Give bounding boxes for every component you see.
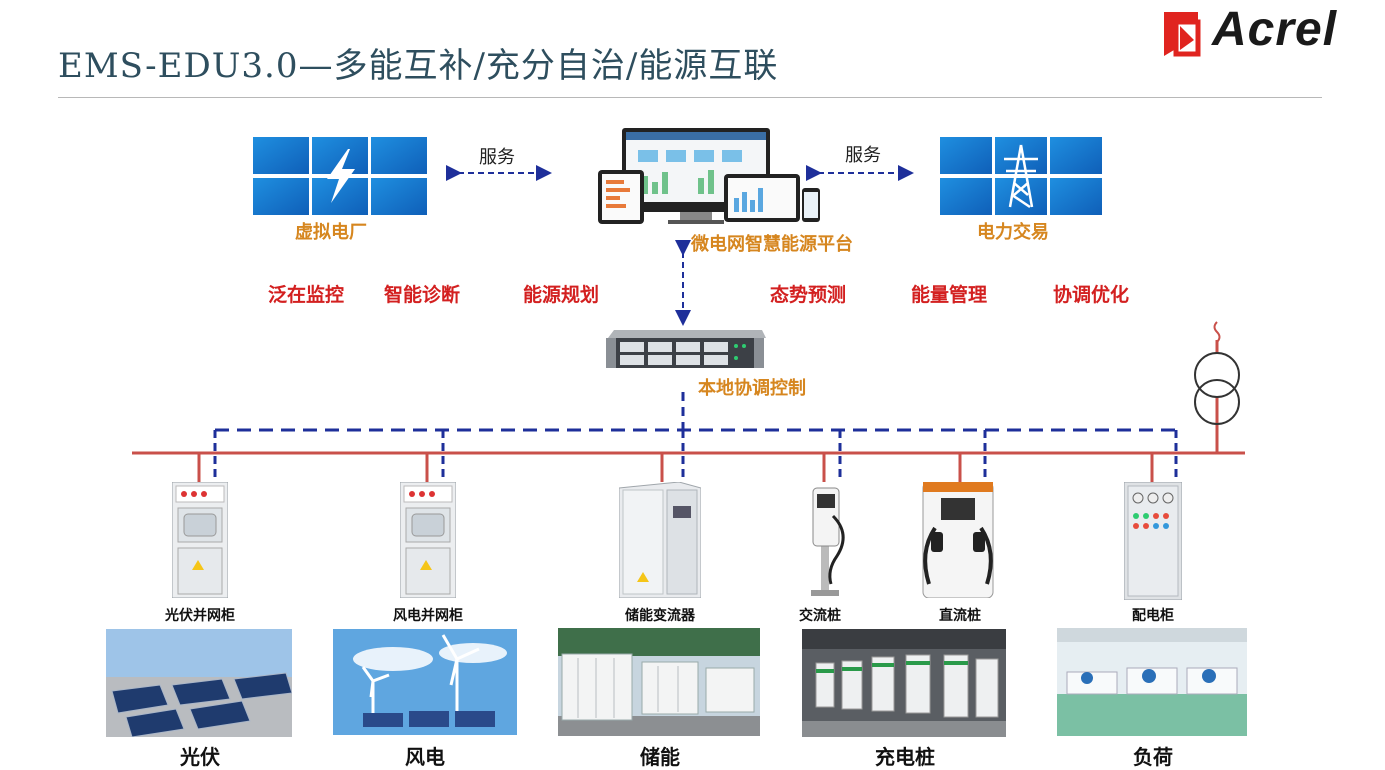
function-coordinated-optimization: 协调优化 bbox=[1053, 284, 1130, 306]
device-label-storage-converter: 储能变流器 bbox=[625, 608, 695, 624]
distribution-cabinet-icon bbox=[1124, 482, 1182, 600]
category-label-charging: 充电桩 bbox=[875, 745, 935, 769]
wind-photo bbox=[333, 629, 517, 735]
device-label-ac-charger: 交流桩 bbox=[799, 608, 841, 624]
controller-label: 本地协调控制 bbox=[698, 378, 806, 399]
dc-charger-icon bbox=[922, 482, 994, 598]
wind-grid-cabinet-icon bbox=[400, 482, 456, 598]
device-drops bbox=[197, 430, 1178, 482]
transformer-icon bbox=[1194, 352, 1240, 425]
logo-text: Acrel bbox=[1212, 3, 1338, 56]
category-label-load: 负荷 bbox=[1133, 745, 1173, 769]
storage-converter-icon bbox=[619, 482, 701, 598]
page-title: EMS-EDU3.0—多能互补/充分自治/能源互联 bbox=[58, 46, 779, 86]
pv-grid-cabinet-icon bbox=[172, 482, 228, 598]
service-label-right: 服务 bbox=[845, 145, 881, 166]
storage-photo bbox=[558, 628, 760, 736]
title-divider bbox=[58, 97, 1322, 98]
controller-rack-icon bbox=[606, 330, 766, 368]
category-label-pv: 光伏 bbox=[180, 745, 220, 769]
vpp-label: 虚拟电厂 bbox=[295, 222, 367, 243]
charging-station-photo bbox=[802, 629, 1006, 737]
platform-label: 微电网智慧能源平台 bbox=[691, 234, 853, 255]
power-trade-label: 电力交易 bbox=[977, 222, 1049, 243]
device-label-pv-cabinet: 光伏并网柜 bbox=[165, 608, 235, 624]
virtual-power-plant-icon bbox=[253, 137, 427, 215]
function-situation-forecast: 态势预测 bbox=[770, 284, 847, 306]
category-label-storage: 储能 bbox=[640, 745, 680, 769]
category-label-wind: 风电 bbox=[405, 745, 445, 769]
ac-charger-icon bbox=[811, 487, 845, 596]
device-label-wind-cabinet: 风电并网柜 bbox=[393, 608, 463, 624]
device-label-dc-charger: 直流桩 bbox=[939, 608, 981, 624]
load-photo bbox=[1057, 628, 1247, 736]
function-smart-diagnosis: 智能诊断 bbox=[384, 284, 461, 306]
platform-devices-icon bbox=[598, 128, 820, 224]
acrel-logo bbox=[1164, 12, 1201, 57]
service-label-left: 服务 bbox=[479, 147, 515, 168]
pv-photo bbox=[106, 629, 292, 737]
device-label-distribution-cabinet: 配电柜 bbox=[1132, 608, 1174, 624]
function-energy-management: 能量管理 bbox=[911, 284, 988, 306]
function-energy-planning: 能源规划 bbox=[523, 284, 600, 306]
function-ubiquitous-monitoring: 泛在监控 bbox=[268, 284, 345, 306]
power-trade-icon bbox=[940, 137, 1102, 215]
